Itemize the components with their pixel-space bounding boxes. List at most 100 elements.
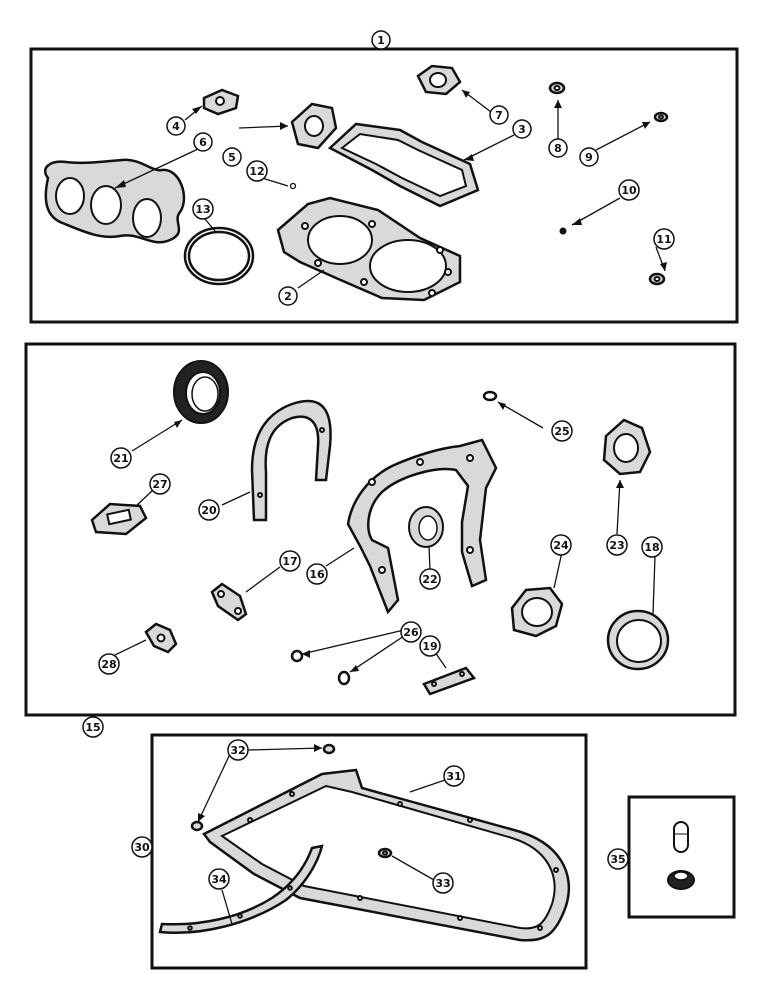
gasket-27 (90, 502, 148, 536)
flange-gasket-7 (416, 64, 462, 96)
svg-text:33: 33 (435, 877, 450, 890)
gasket-23 (602, 418, 652, 476)
callout-17: 17 (279, 550, 301, 572)
callout-33: 33 (432, 872, 454, 894)
gasket-24 (510, 586, 564, 638)
svg-text:1: 1 (377, 34, 385, 47)
lower-gasket-kit-frame (24, 342, 737, 717)
callout-4: 4 (166, 116, 186, 136)
callout-30: 30 (131, 836, 153, 858)
callout-35: 35 (607, 848, 629, 870)
washer-11 (648, 272, 666, 286)
svg-text:6: 6 (199, 136, 207, 149)
svg-text:34: 34 (211, 873, 227, 886)
callout-28: 28 (98, 653, 120, 675)
callout-19: 19 (419, 635, 441, 657)
exhaust-manifold-gasket (43, 158, 186, 244)
callout-15: 15 (82, 716, 104, 738)
gasket-28 (144, 622, 178, 654)
o-ring-26a (290, 649, 304, 663)
callout-9: 9 (579, 147, 599, 167)
callout-6: 6 (193, 132, 213, 152)
small-flange-gasket-4 (202, 88, 240, 116)
svg-text:21: 21 (113, 452, 128, 465)
svg-text:26: 26 (403, 626, 419, 639)
svg-text:28: 28 (101, 658, 116, 671)
leader-lines (92, 40, 666, 925)
svg-text:19: 19 (422, 640, 437, 653)
svg-text:8: 8 (554, 142, 562, 155)
callout-2: 2 (278, 286, 298, 306)
svg-text:16: 16 (309, 568, 325, 581)
svg-text:7: 7 (495, 109, 503, 122)
svg-text:9: 9 (585, 151, 593, 164)
svg-text:27: 27 (152, 478, 167, 491)
svg-text:4: 4 (172, 120, 180, 133)
o-ring-25 (482, 390, 498, 402)
seal-kit-parts (667, 821, 695, 890)
flange-gasket-5 (290, 102, 338, 150)
callout-16: 16 (306, 563, 328, 585)
callout-18: 18 (641, 536, 663, 558)
rocker-cover-gasket (327, 122, 480, 208)
callout-13: 13 (192, 198, 214, 220)
washer-8 (548, 81, 566, 95)
svg-text:20: 20 (201, 504, 217, 517)
callout-21: 21 (110, 447, 132, 469)
timing-cover-upper-gasket (250, 399, 332, 522)
callout-22: 22 (419, 568, 441, 590)
svg-text:30: 30 (134, 841, 150, 854)
timing-cover-gasket (346, 438, 498, 615)
ball-10 (559, 227, 567, 235)
svg-text:2: 2 (284, 290, 292, 303)
callout-7: 7 (489, 105, 509, 125)
svg-text:23: 23 (609, 539, 624, 552)
gasket-18 (606, 609, 670, 671)
washer-9 (653, 111, 669, 123)
callout-8: 8 (548, 138, 568, 158)
timing-cover-seal (408, 506, 444, 548)
svg-text:11: 11 (656, 233, 671, 246)
svg-text:15: 15 (85, 721, 100, 734)
callout-23: 23 (606, 534, 628, 556)
svg-text:10: 10 (621, 184, 637, 197)
callouts: 1 2 3 4 5 6 7 8 9 10 11 12 13 15 16 17 1… (82, 30, 675, 894)
arrowheads (115, 90, 667, 822)
callout-11: 11 (653, 228, 675, 250)
oil-pan-gasket-frame (150, 733, 588, 970)
callout-20: 20 (198, 499, 220, 521)
callout-1: 1 (371, 30, 391, 50)
callout-3: 3 (512, 119, 532, 139)
crankshaft-seal (173, 360, 229, 424)
washer-33-hole (382, 850, 388, 856)
svg-text:17: 17 (282, 555, 297, 568)
callout-32: 32 (227, 739, 249, 761)
cylinder-head-gasket (276, 196, 462, 302)
callout-25: 25 (551, 420, 573, 442)
svg-text:35: 35 (610, 853, 625, 866)
svg-text:31: 31 (446, 770, 461, 783)
svg-text:5: 5 (228, 151, 236, 164)
callout-24: 24 (550, 534, 572, 556)
callout-27: 27 (149, 473, 171, 495)
o-ring-26b (337, 670, 351, 686)
callout-31: 31 (443, 765, 465, 787)
washer-32b (190, 820, 204, 832)
gasket-19 (422, 666, 477, 696)
gasket-17 (210, 582, 248, 622)
callout-5: 5 (222, 147, 242, 167)
callout-12: 12 (246, 160, 268, 182)
svg-text:3: 3 (518, 123, 526, 136)
svg-text:22: 22 (422, 573, 437, 586)
svg-text:12: 12 (249, 165, 264, 178)
washer-32a (322, 743, 336, 755)
callout-10: 10 (618, 179, 640, 201)
seal-kit-frame (627, 795, 736, 919)
svg-text:25: 25 (554, 425, 569, 438)
svg-text:32: 32 (230, 744, 245, 757)
callout-34: 34 (208, 868, 230, 890)
o-ring-13-inner (187, 230, 251, 282)
o-ring-13 (183, 226, 255, 286)
svg-text:18: 18 (644, 541, 659, 554)
